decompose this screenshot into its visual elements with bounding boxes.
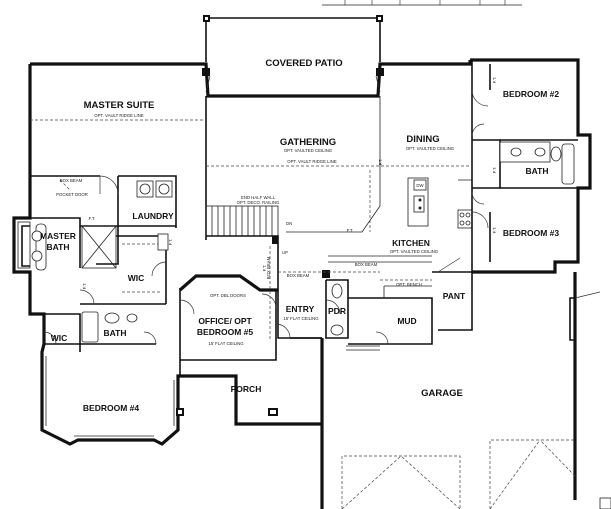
label-pdr: PDR (328, 306, 346, 316)
label-master-suite: MASTER SUITE (84, 100, 155, 111)
label-dining: DINING (406, 134, 439, 145)
note-box-beam-left: BOX BEAM (60, 178, 83, 183)
note-dn: DN (286, 221, 292, 226)
label-bath-right: BATH (526, 166, 549, 176)
label-office-2: BEDROOM #5 (197, 327, 253, 337)
note-half-wall-1: END HALF WALL (241, 195, 276, 200)
note-ft-3: F.T. (492, 167, 497, 174)
note-ft-6: F.T. (89, 216, 96, 221)
plan-notes: OPT. VAULT RIDGE LINE OPT. VAULTED CEILI… (56, 77, 497, 346)
note-master-ridge: OPT. VAULT RIDGE LINE (94, 113, 144, 118)
note-half-wall-2: OPT. DECO. RAILING (237, 200, 280, 205)
note-ft-4: F.T. (492, 77, 497, 84)
patio-column (376, 68, 384, 76)
note-dw: DW (416, 183, 424, 188)
label-bedroom4: BEDROOM #4 (83, 403, 139, 413)
label-master-bath-1: MASTER (40, 231, 76, 241)
label-bedroom3: BEDROOM #3 (503, 228, 559, 238)
note-dining-ceiling: OPT. VAULTED CEILING (406, 146, 455, 151)
note-ft-2: F.T. (378, 159, 383, 166)
note-up: UP (282, 250, 288, 255)
label-wic-lower: WIC (51, 333, 68, 343)
doors (43, 89, 489, 345)
garage-doors (341, 291, 611, 509)
note-ft-9: F.T. (262, 265, 267, 272)
label-garage: GARAGE (421, 388, 463, 399)
note-office-doors: OPT. DBL DOORS (210, 293, 246, 298)
label-mud: MUD (397, 316, 416, 326)
exterior-walls (12, 17, 592, 509)
porch-detail (176, 345, 380, 416)
note-box-beam-mid: BOX BEAM (287, 273, 310, 278)
label-wic-upper: WIC (128, 273, 145, 283)
label-entry: ENTRY (286, 304, 315, 314)
label-master-bath-2: BATH (47, 242, 70, 252)
ceiling-lines (30, 119, 472, 340)
note-entry-ceiling: 15' FLAT CEILING (283, 316, 319, 321)
note-ft-7: F.T. (82, 283, 87, 290)
note-gathering-ceiling: OPT. VAULTED CEILING (284, 148, 333, 153)
label-covered-patio: COVERED PATIO (265, 58, 342, 69)
patio-column (202, 68, 210, 76)
label-bedroom2: BEDROOM #2 (503, 89, 559, 99)
note-box-beam-kitchen: BOX BEAM (355, 262, 378, 267)
title-block-fragment (322, 0, 522, 6)
note-ft-8: F.T. (168, 239, 173, 246)
patio-post-core (378, 17, 381, 20)
label-kitchen: KITCHEN (392, 238, 430, 248)
bedroom4-bay (45, 356, 175, 437)
note-opt-bench: OPT. BENCH (396, 282, 422, 287)
label-office-1: OFFICE/ OPT (198, 316, 252, 326)
label-laundry: LAUNDRY (132, 211, 174, 221)
label-porch: PORCH (231, 384, 262, 394)
label-gathering: GATHERING (280, 137, 336, 148)
note-office-ceiling: 15' FLAT CEILING (208, 341, 244, 346)
label-pant: PANT (443, 291, 466, 301)
note-gathering-ridge: OPT. VAULT RIDGE LINE (287, 159, 337, 164)
room-labels: COVERED PATIO MASTER SUITE GATHERING DIN… (40, 58, 559, 413)
label-bath-lower: BATH (104, 328, 127, 338)
note-box-beam-vertical: BOX BEAM (266, 256, 271, 279)
master-bay (21, 225, 43, 267)
note-ft-5: F.T. (492, 227, 497, 234)
note-kitchen-ceiling: OPT. VAULTED CEILING (390, 249, 439, 254)
patio-post-core (205, 17, 208, 20)
note-pocket-door: POCKET DOOR (56, 192, 88, 197)
note-ft-1: F.T. (347, 228, 354, 233)
